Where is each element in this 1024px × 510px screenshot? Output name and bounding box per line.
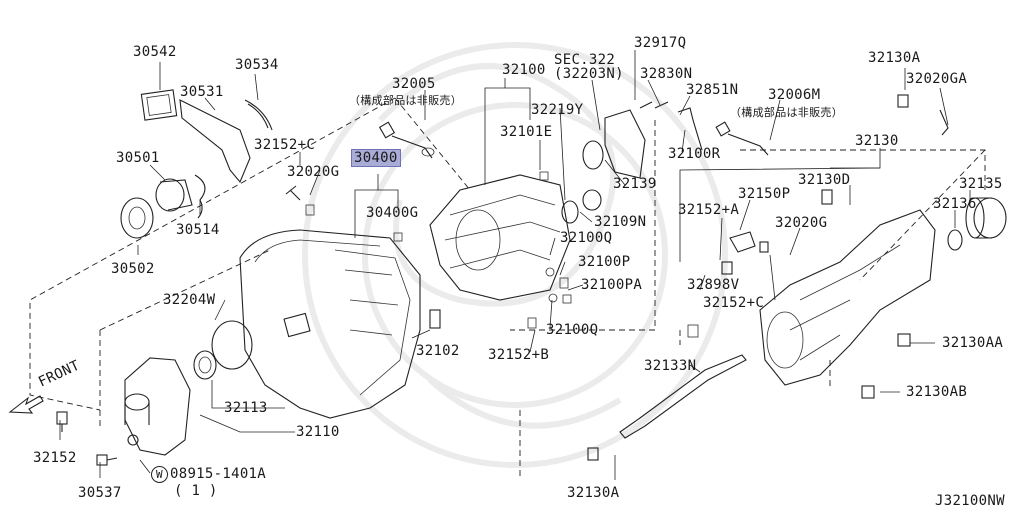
watermark-emblem xyxy=(302,42,728,468)
part-label-32020g-left[interactable]: 32020G xyxy=(287,164,340,180)
speedometer-parts xyxy=(378,121,769,159)
part-label-32100p[interactable]: 32100P xyxy=(578,254,631,270)
clutch-parts xyxy=(120,89,315,239)
part-label-30534[interactable]: 30534 xyxy=(235,57,279,73)
part-label-30531[interactable]: 30531 xyxy=(180,84,224,100)
part-label-32851n[interactable]: 32851N xyxy=(686,82,739,98)
part-label-32152b[interactable]: 32152+B xyxy=(488,347,550,363)
part-label-32130a-bottom[interactable]: 32130A xyxy=(567,485,620,501)
group-boundaries xyxy=(29,97,986,480)
part-label-32102[interactable]: 32102 xyxy=(416,343,460,359)
washer-symbol-icon: W xyxy=(151,466,168,483)
part-label-32917q[interactable]: 32917Q xyxy=(634,35,687,51)
part-label-32152c-right[interactable]: 32152+C xyxy=(703,295,765,311)
part-label-32100r[interactable]: 32100R xyxy=(668,146,721,162)
part-label-30400g[interactable]: 30400G xyxy=(366,205,419,221)
part-label-32152a[interactable]: 32152+A xyxy=(678,202,740,218)
washer-quantity: ( 1 ) xyxy=(174,483,218,499)
part-label-32100q-upper[interactable]: 32100Q xyxy=(560,230,613,246)
part-label-32130d[interactable]: 32130D xyxy=(798,172,851,188)
part-label-32152c-top[interactable]: 32152+C xyxy=(254,137,316,153)
part-label-32113[interactable]: 32113 xyxy=(224,400,268,416)
part-label-32133n[interactable]: 32133N xyxy=(644,358,697,374)
part-label-32020ga[interactable]: 32020GA xyxy=(906,71,968,87)
transmission-case xyxy=(429,101,703,329)
diagram-code: J32100NW xyxy=(935,493,1005,509)
part-label-32110[interactable]: 32110 xyxy=(296,424,340,440)
part-label-32130aa[interactable]: 32130AA xyxy=(942,335,1004,351)
rear-extension-parts xyxy=(587,94,1007,461)
part-label-32130[interactable]: 32130 xyxy=(855,133,899,149)
part-label-32130a-top[interactable]: 32130A xyxy=(868,50,921,66)
part-label-32150p[interactable]: 32150P xyxy=(738,186,791,202)
front-cover-parts xyxy=(56,320,253,466)
part-label-32204w[interactable]: 32204W xyxy=(163,292,216,308)
part-label-32152[interactable]: 32152 xyxy=(33,450,77,466)
part-label-32100[interactable]: 32100 xyxy=(502,62,546,78)
part-label-32130ab[interactable]: 32130AB xyxy=(906,384,968,400)
part-label-30502[interactable]: 30502 xyxy=(111,261,155,277)
part-label-32109n[interactable]: 32109N xyxy=(594,214,647,230)
part-label-32139[interactable]: 32139 xyxy=(613,176,657,192)
part-label-32005[interactable]: 32005 xyxy=(392,76,436,92)
clutch-housing xyxy=(239,229,441,419)
front-arrow-icon xyxy=(8,395,44,414)
part-label-30542[interactable]: 30542 xyxy=(133,44,177,60)
part-label-30400-highlighted[interactable]: 30400 xyxy=(351,149,401,167)
part-label-32203n[interactable]: (32203N) xyxy=(554,66,624,82)
part-label-30514[interactable]: 30514 xyxy=(176,222,220,238)
part-label-32101e[interactable]: 32101E xyxy=(500,124,553,140)
part-label-32020g-right[interactable]: 32020G xyxy=(775,215,828,231)
part-label-32136[interactable]: 32136 xyxy=(933,196,977,212)
note-not-sold-right: （構成部品は非販売） xyxy=(730,106,843,119)
part-label-32100pa[interactable]: 32100PA xyxy=(581,277,643,293)
part-label-32219y[interactable]: 32219Y xyxy=(531,102,584,118)
part-label-32830n[interactable]: 32830N xyxy=(640,66,693,82)
part-label-32100q-lower[interactable]: 32100Q xyxy=(546,322,599,338)
note-not-sold-left: （構成部品は非販売） xyxy=(349,94,462,107)
part-label-32898v[interactable]: 32898V xyxy=(687,277,740,293)
washer-part-number: 08915-1401A xyxy=(170,466,267,482)
section-ref-label[interactable]: SEC.322 xyxy=(554,52,616,68)
part-label-30501[interactable]: 30501 xyxy=(116,150,160,166)
part-label-32006m[interactable]: 32006M xyxy=(768,87,821,103)
part-label-32135[interactable]: 32135 xyxy=(959,176,1003,192)
part-label-30537[interactable]: 30537 xyxy=(78,485,122,501)
